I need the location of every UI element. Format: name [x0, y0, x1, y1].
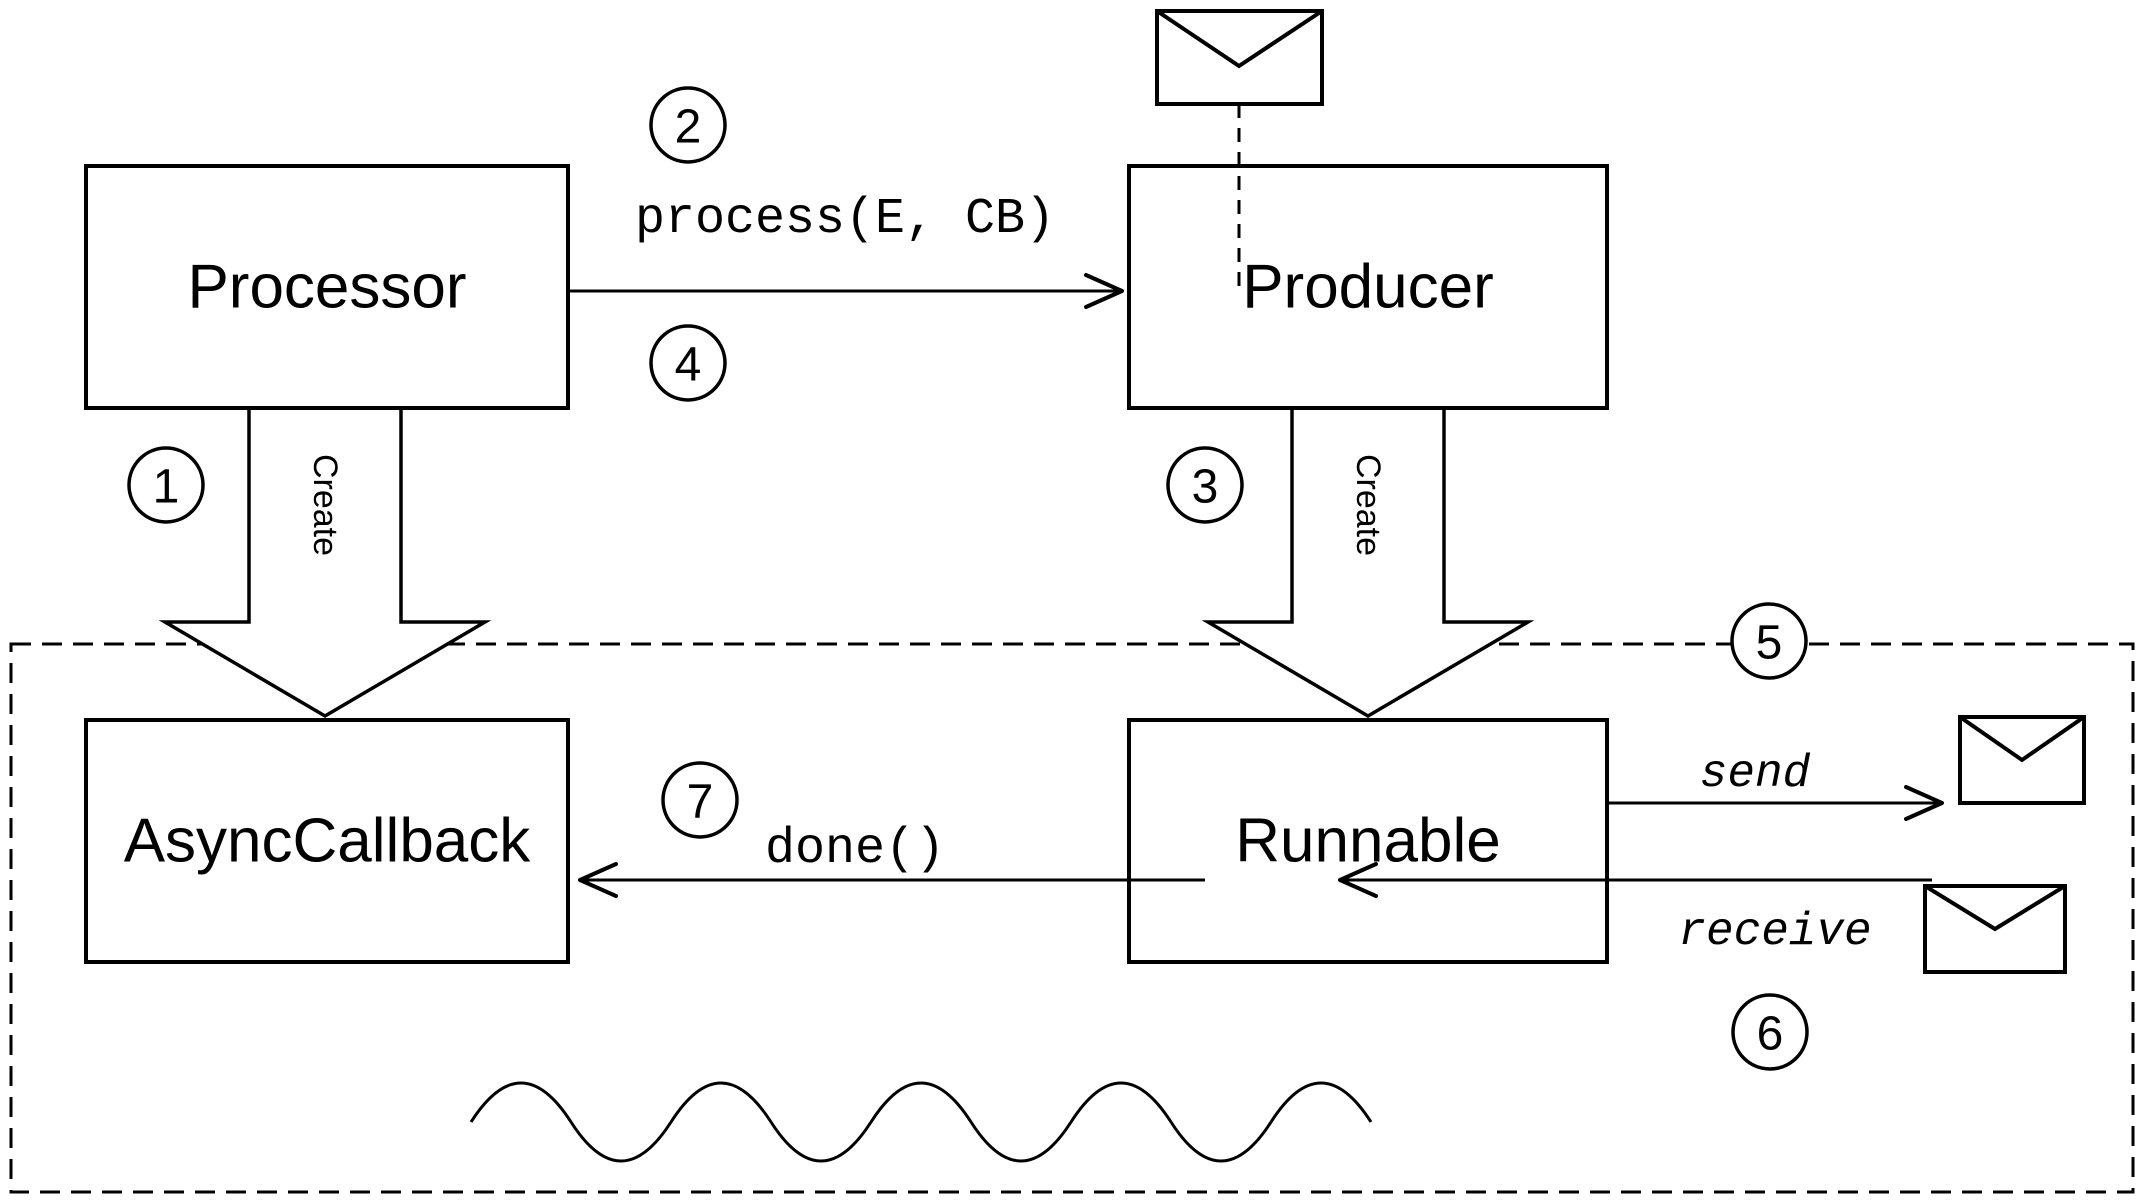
- processor-label: Processor: [187, 253, 466, 322]
- envelope-icon: [1923, 884, 2067, 974]
- process-arrow: process(E, CB): [570, 191, 1124, 309]
- create-arrow-left: Create: [158, 406, 492, 719]
- step-3-number: 3: [1192, 461, 1219, 514]
- envelope-icon: [1155, 9, 1324, 286]
- thread-boundary-box: [9, 642, 2135, 1194]
- send-arrow: send: [1607, 748, 1944, 821]
- node-runnable: Runnable: [1127, 718, 1609, 964]
- receive-arrow: receive: [1338, 862, 1932, 958]
- runnable-label: Runnable: [1235, 807, 1500, 876]
- step-2-badge: 2: [649, 86, 727, 164]
- process-label: process(E, CB): [635, 191, 1055, 248]
- node-processor: Processor: [84, 164, 570, 410]
- step-6-number: 6: [1757, 1008, 1784, 1061]
- step-4-badge: 4: [649, 324, 727, 402]
- step-7-badge: 7: [661, 761, 739, 839]
- create-arrow-right: Create: [1201, 406, 1535, 719]
- step-3-badge: 3: [1166, 446, 1244, 524]
- step-6-badge: 6: [1731, 993, 1809, 1071]
- step-5-number: 5: [1756, 617, 1783, 670]
- receive-label: receive: [1678, 906, 1871, 958]
- producer-label: Producer: [1242, 253, 1494, 322]
- async-callback-label: AsyncCallback: [124, 807, 532, 876]
- create-arrow-right-label: Create: [1349, 454, 1387, 556]
- step-5-badge: 5: [1730, 602, 1808, 680]
- node-producer: Producer: [1127, 164, 1609, 410]
- step-1-badge: 1: [127, 446, 205, 524]
- envelope-icon: [1958, 715, 2086, 805]
- step-4-number: 4: [675, 339, 702, 392]
- step-2-number: 2: [675, 101, 702, 154]
- create-arrow-left-label: Create: [306, 454, 344, 556]
- node-async-callback: AsyncCallback: [84, 718, 570, 964]
- step-7-number: 7: [687, 776, 714, 829]
- done-label: done(): [765, 821, 945, 878]
- step-1-number: 1: [153, 461, 180, 514]
- send-label: send: [1700, 748, 1811, 800]
- done-arrow: done(): [578, 821, 1205, 898]
- wave-line: [469, 1081, 1373, 1163]
